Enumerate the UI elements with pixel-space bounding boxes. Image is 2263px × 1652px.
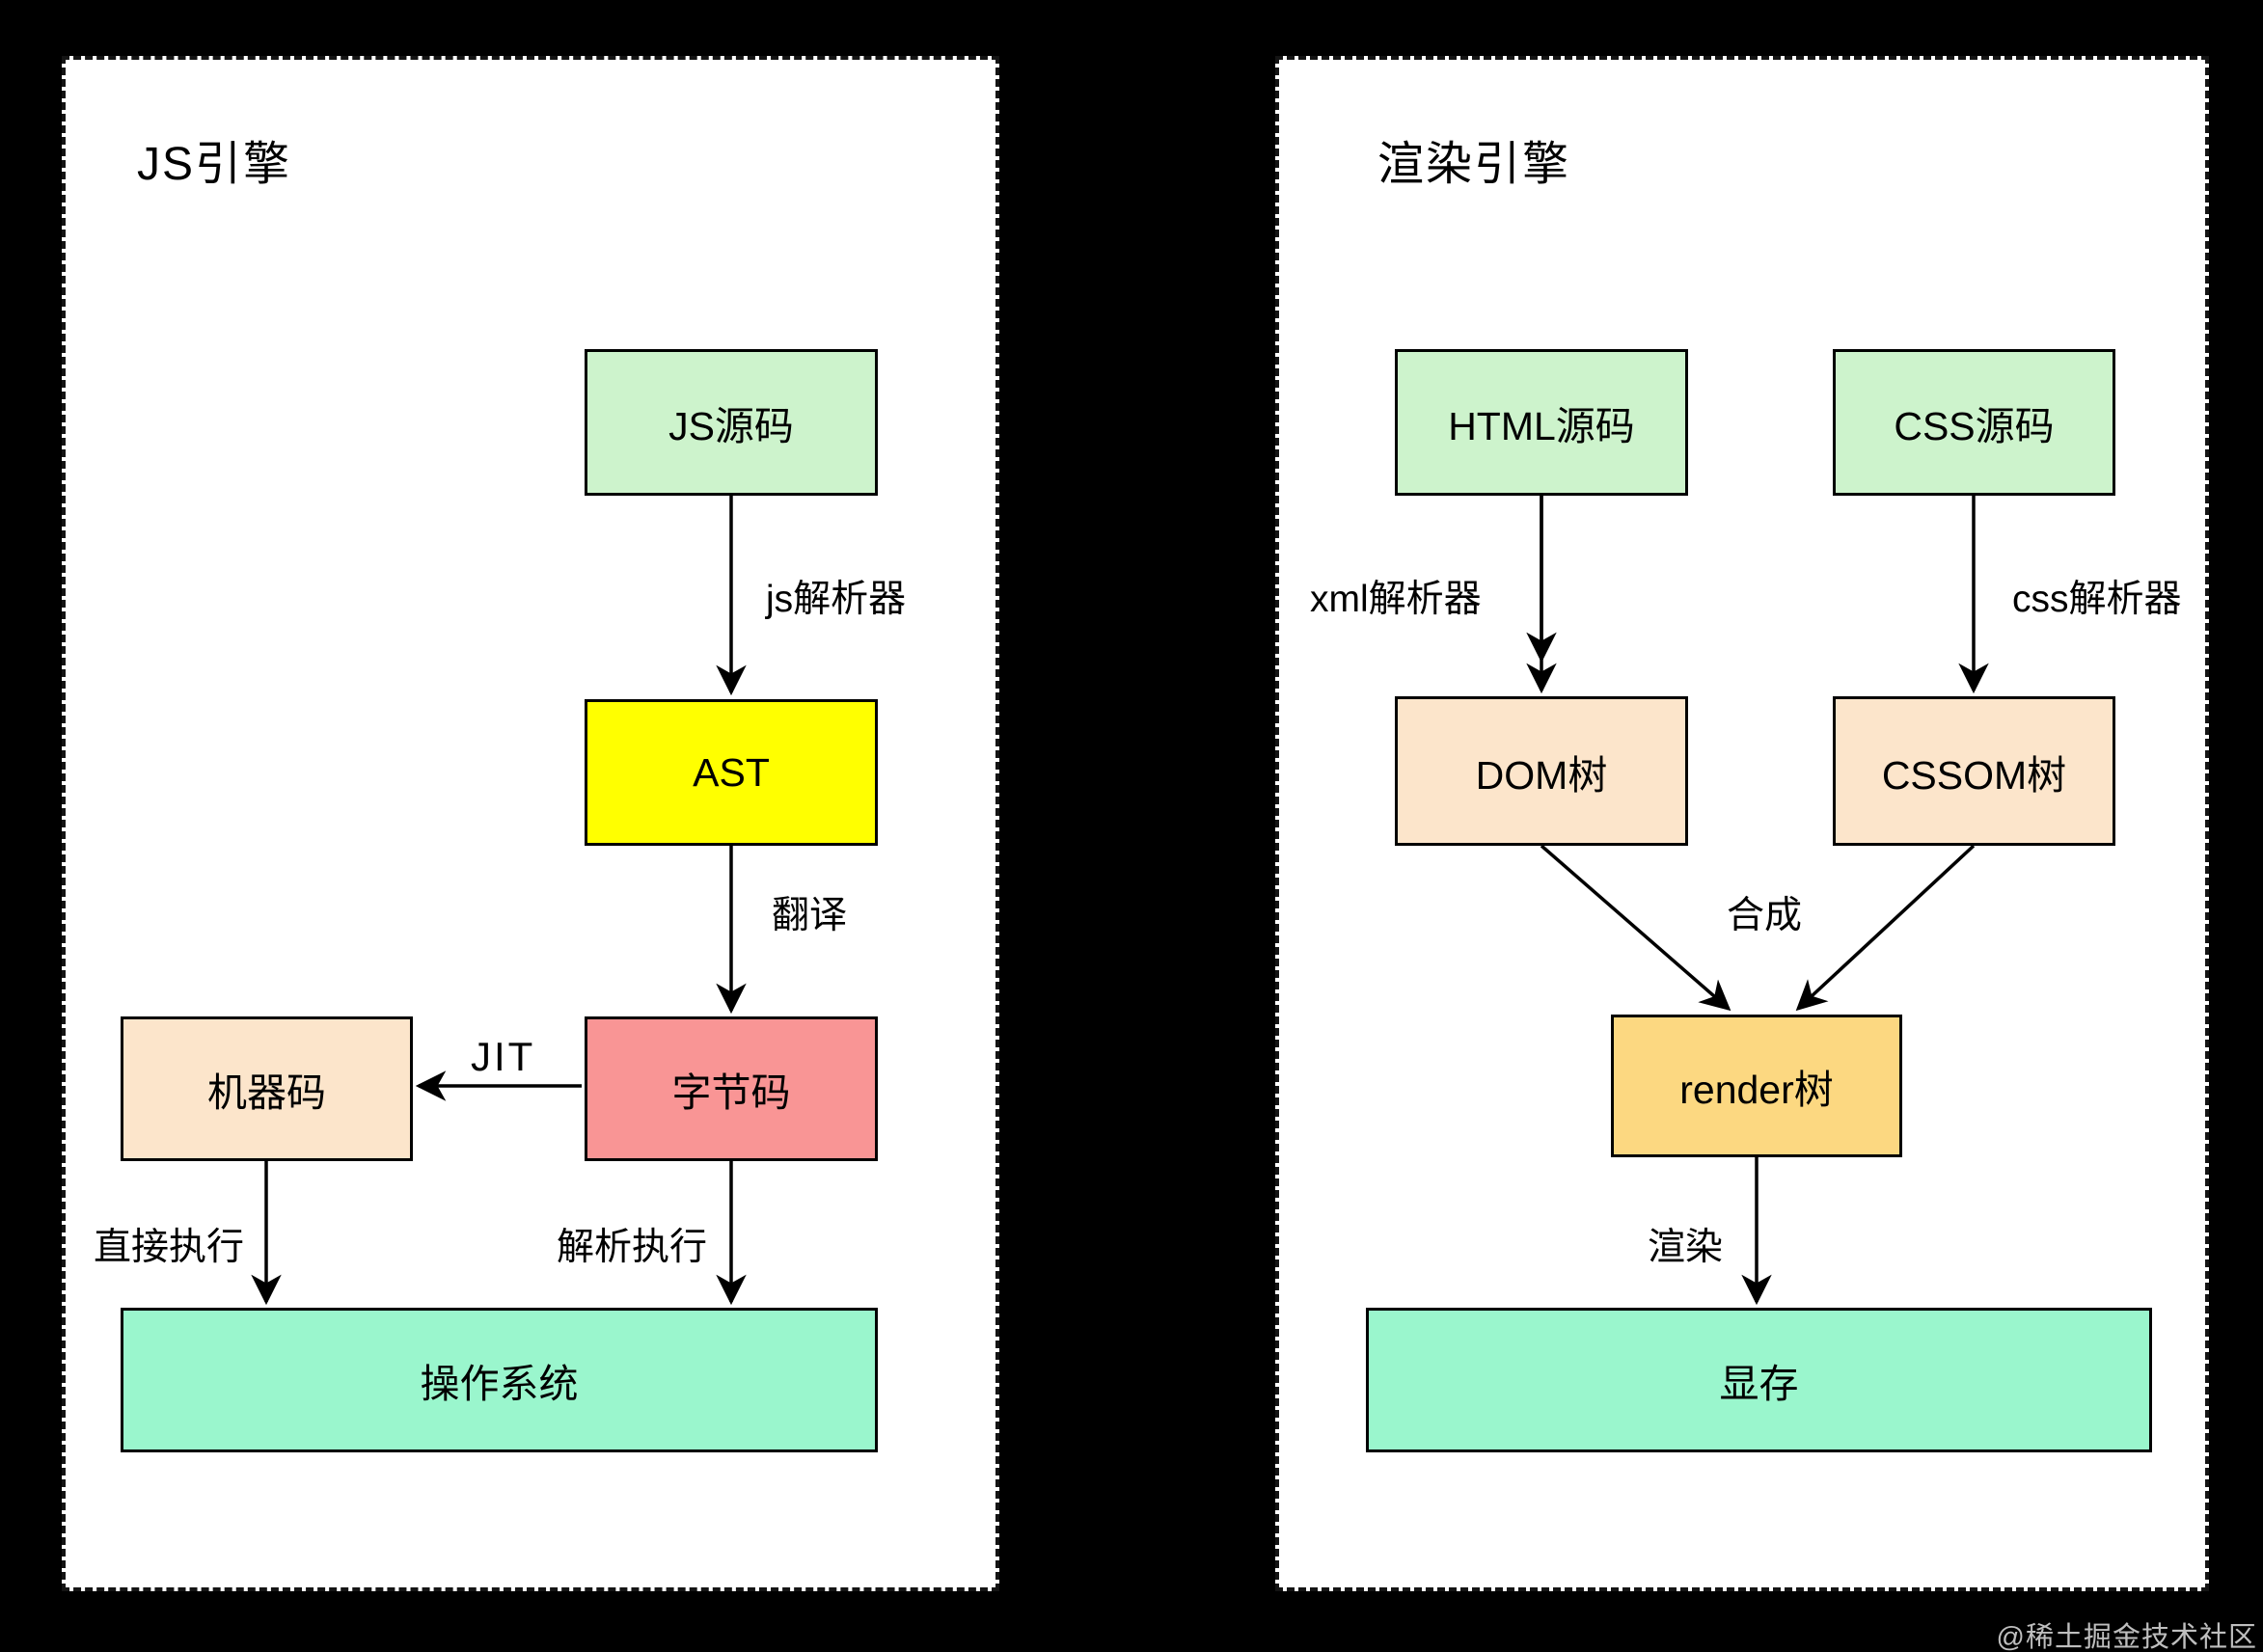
node-cssom-tree: CSSOM树 (1833, 696, 2115, 846)
edge-label-xml-parser: xml解析器 (1310, 579, 1482, 620)
node-bytecode: 字节码 (585, 1016, 878, 1161)
edge-label-css-parser: css解析器 (2012, 579, 2182, 620)
render-engine-title: 渲染引擎 (1377, 139, 1571, 190)
edge-label-translate: 翻译 (772, 895, 848, 936)
node-js-source: JS源码 (585, 349, 878, 496)
node-render-tree: render树 (1611, 1015, 1902, 1157)
edge-label-interpret-execute: 解析执行 (557, 1227, 708, 1268)
node-vram: 显存 (1366, 1308, 2152, 1452)
edge-label-render: 渲染 (1648, 1227, 1724, 1268)
node-ast: AST (585, 699, 878, 846)
node-dom-tree: DOM树 (1395, 696, 1688, 846)
edge-label-direct-execute: 直接执行 (94, 1227, 245, 1268)
edge-label-compose: 合成 (1727, 895, 1803, 936)
js-engine-title: JS引擎 (137, 139, 292, 190)
node-machine-code: 机器码 (121, 1016, 413, 1161)
watermark: @稀土掘金技术社区 (1996, 1622, 2257, 1652)
node-operating-system: 操作系统 (121, 1308, 878, 1452)
node-html-source: HTML源码 (1395, 349, 1688, 496)
node-css-source: CSS源码 (1833, 349, 2115, 496)
edge-label-jit: JIT (471, 1034, 536, 1079)
edge-label-js-parser: js解析器 (766, 579, 907, 620)
